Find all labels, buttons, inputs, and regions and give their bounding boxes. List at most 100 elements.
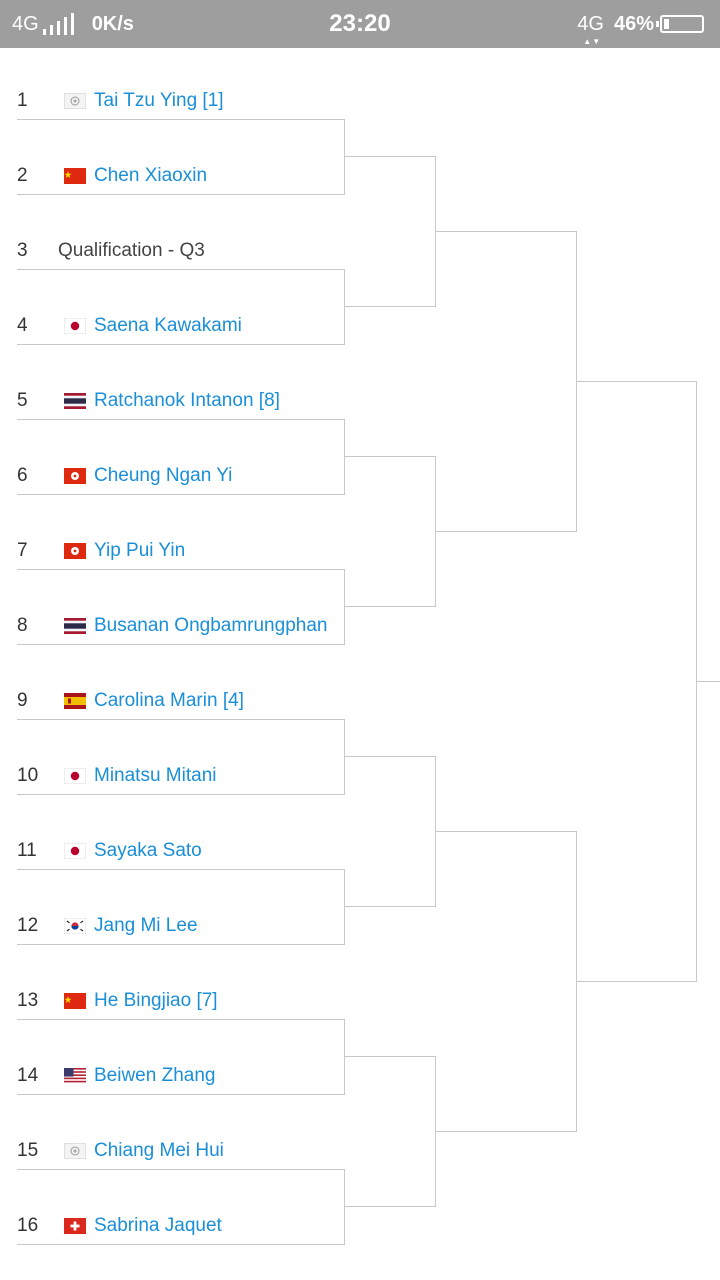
draw-position: 12 — [17, 915, 39, 936]
bracket-line — [17, 1244, 345, 1245]
draw-entry: 7 Yip Pui Yin — [0, 536, 340, 566]
bracket-line — [344, 719, 345, 795]
bracket-line — [17, 1169, 345, 1170]
japan-flag-icon — [64, 843, 86, 859]
japan-flag-icon — [64, 768, 86, 784]
player-link[interactable]: Cheung Ngan Yi — [94, 465, 233, 486]
bracket-line — [344, 269, 345, 345]
status-bar: 4G 0K/s 23:20 4G ▲▼ 46% — [0, 0, 720, 48]
draw-entry: 9 Carolina Marin [4] — [0, 686, 340, 716]
draw-entry: 3 Qualification - Q3 — [0, 236, 340, 266]
bracket-line — [435, 531, 577, 532]
bracket-line — [17, 1019, 345, 1020]
draw-position: 1 — [17, 90, 28, 111]
player-link[interactable]: Chiang Mei Hui — [94, 1140, 224, 1161]
player-link[interactable]: Chen Xiaoxin — [94, 165, 208, 186]
draw-position: 13 — [17, 990, 39, 1011]
chinese-taipei-flag-icon — [64, 1143, 86, 1159]
player-link[interactable]: He Bingjiao [7] — [94, 990, 218, 1011]
draw-position: 7 — [17, 540, 28, 561]
player-link[interactable]: Jang Mi Lee — [94, 915, 198, 936]
draw-position: 5 — [17, 390, 28, 411]
player-link[interactable]: Beiwen Zhang — [94, 1065, 216, 1086]
player-link[interactable]: Yip Pui Yin — [94, 540, 186, 561]
bracket-line — [435, 231, 577, 232]
draw-position: 15 — [17, 1140, 39, 1161]
draw-position: 16 — [17, 1215, 39, 1236]
battery-icon — [656, 15, 704, 33]
thailand-flag-icon — [64, 618, 86, 634]
bracket-line — [344, 456, 436, 457]
bracket-line — [344, 1019, 345, 1095]
spain-flag-icon — [64, 693, 86, 709]
bracket-line — [344, 1056, 436, 1057]
player-link[interactable]: Carolina Marin [4] — [94, 690, 244, 711]
draw-entry: 1 Tai Tzu Ying [1] — [0, 86, 340, 116]
bracket-line — [435, 1131, 577, 1132]
draw-entry: 16 Sabrina Jaquet — [0, 1211, 340, 1241]
draw-entry: 10 Minatsu Mitani — [0, 761, 340, 791]
network-type: 4G — [12, 12, 39, 35]
bracket-line — [17, 419, 345, 420]
player-link[interactable]: Saena Kawakami — [94, 315, 242, 336]
player-link[interactable]: Sabrina Jaquet — [94, 1215, 222, 1236]
bracket-line — [576, 981, 697, 982]
draw-position: 14 — [17, 1065, 39, 1086]
bracket-line — [344, 606, 436, 607]
data-indicator-icon: 4G ▲▼ — [577, 13, 604, 46]
qualifier-label: Qualification - Q3 — [58, 240, 205, 261]
china-flag-icon — [64, 168, 86, 184]
draw-position: 11 — [17, 840, 37, 861]
player-link[interactable]: Ratchanok Intanon [8] — [94, 390, 280, 411]
bracket-line — [17, 719, 345, 720]
bracket-line — [17, 269, 345, 270]
draw-entry: 15 Chiang Mei Hui — [0, 1136, 340, 1166]
japan-flag-icon — [64, 318, 86, 334]
bracket-line — [344, 869, 345, 945]
bracket-line — [17, 194, 345, 195]
draw-entry: 11 Sayaka Sato — [0, 836, 340, 866]
bracket-line — [17, 944, 345, 945]
draw-position: 4 — [17, 315, 28, 336]
draw-position: 9 — [17, 690, 28, 711]
draw-position: 10 — [17, 765, 39, 786]
bracket-line — [17, 344, 345, 345]
bracket-line — [435, 831, 577, 832]
player-link[interactable]: Sayaka Sato — [94, 840, 202, 861]
bracket-line — [344, 906, 436, 907]
bracket-line — [17, 869, 345, 870]
hong-kong-flag-icon — [64, 468, 86, 484]
bracket-line — [344, 1206, 436, 1207]
draw-entry: 14 Beiwen Zhang — [0, 1061, 340, 1091]
bracket-line — [17, 494, 345, 495]
draw-entry: 13 He Bingjiao [7] — [0, 986, 340, 1016]
bracket-line — [344, 756, 436, 757]
clock: 23:20 — [329, 10, 391, 37]
bracket-line — [344, 306, 436, 307]
battery-percent: 46% — [613, 12, 654, 35]
china-flag-icon — [64, 993, 86, 1009]
bracket-line — [344, 119, 345, 195]
player-link[interactable]: Busanan Ongbamrungphan — [94, 615, 328, 636]
draw-entry: 2 Chen Xiaoxin — [0, 161, 340, 191]
draw-position: 2 — [17, 165, 28, 186]
bracket-line — [576, 381, 697, 382]
signal-icon — [42, 13, 78, 35]
player-link[interactable]: Tai Tzu Ying [1] — [94, 90, 224, 111]
bracket-line — [696, 681, 720, 682]
bracket-line — [344, 1169, 345, 1245]
switzerland-flag-icon — [64, 1218, 86, 1234]
bracket-line — [17, 644, 345, 645]
player-link[interactable]: Minatsu Mitani — [94, 765, 217, 786]
draw-position: 8 — [17, 615, 28, 636]
draw-entry: 12 Jang Mi Lee — [0, 911, 340, 941]
draw-position: 3 — [17, 240, 28, 261]
draw-entry: 5 Ratchanok Intanon [8] — [0, 386, 340, 416]
bracket-line — [344, 156, 436, 157]
network-speed: 0K/s — [91, 12, 134, 35]
bracket-line — [17, 794, 345, 795]
bracket-line — [17, 1094, 345, 1095]
bracket-line — [344, 569, 345, 645]
bracket-line — [17, 569, 345, 570]
